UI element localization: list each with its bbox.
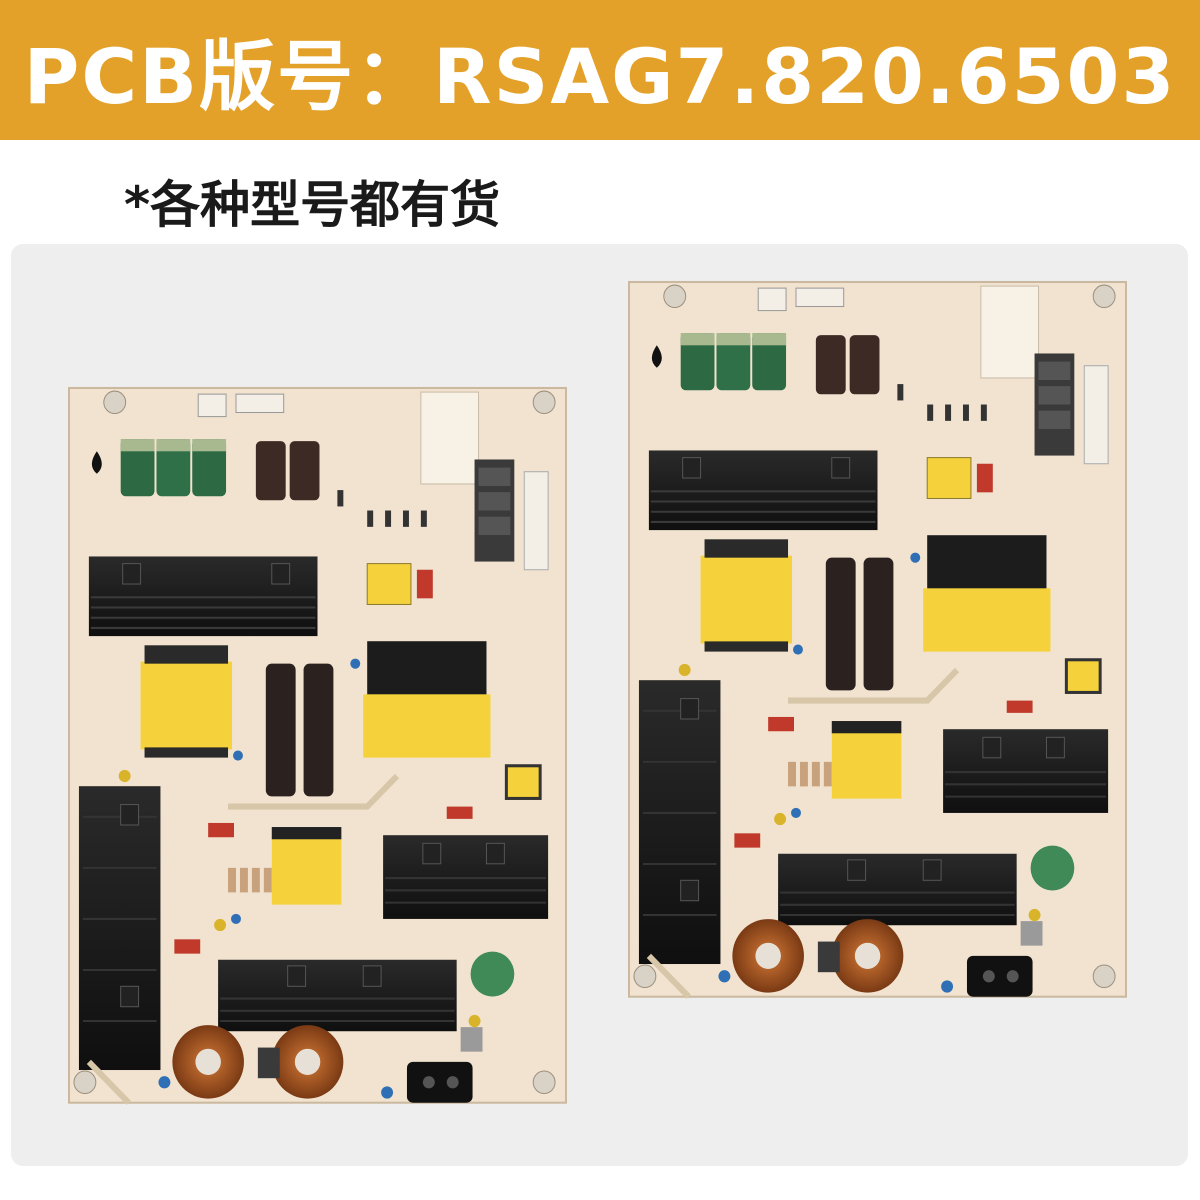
pcb-board-left [69, 388, 566, 1103]
pcb-version-title: PCB版号：RSAG7.820.6503 [23, 32, 1177, 121]
stock-note: *各种型号都有货 [124, 176, 501, 234]
pcb-board-right [629, 282, 1126, 997]
title-banner: PCB版号：RSAG7.820.6503 [0, 0, 1200, 140]
product-photo-panel [11, 244, 1188, 1166]
pcb-photo [11, 244, 1188, 1166]
